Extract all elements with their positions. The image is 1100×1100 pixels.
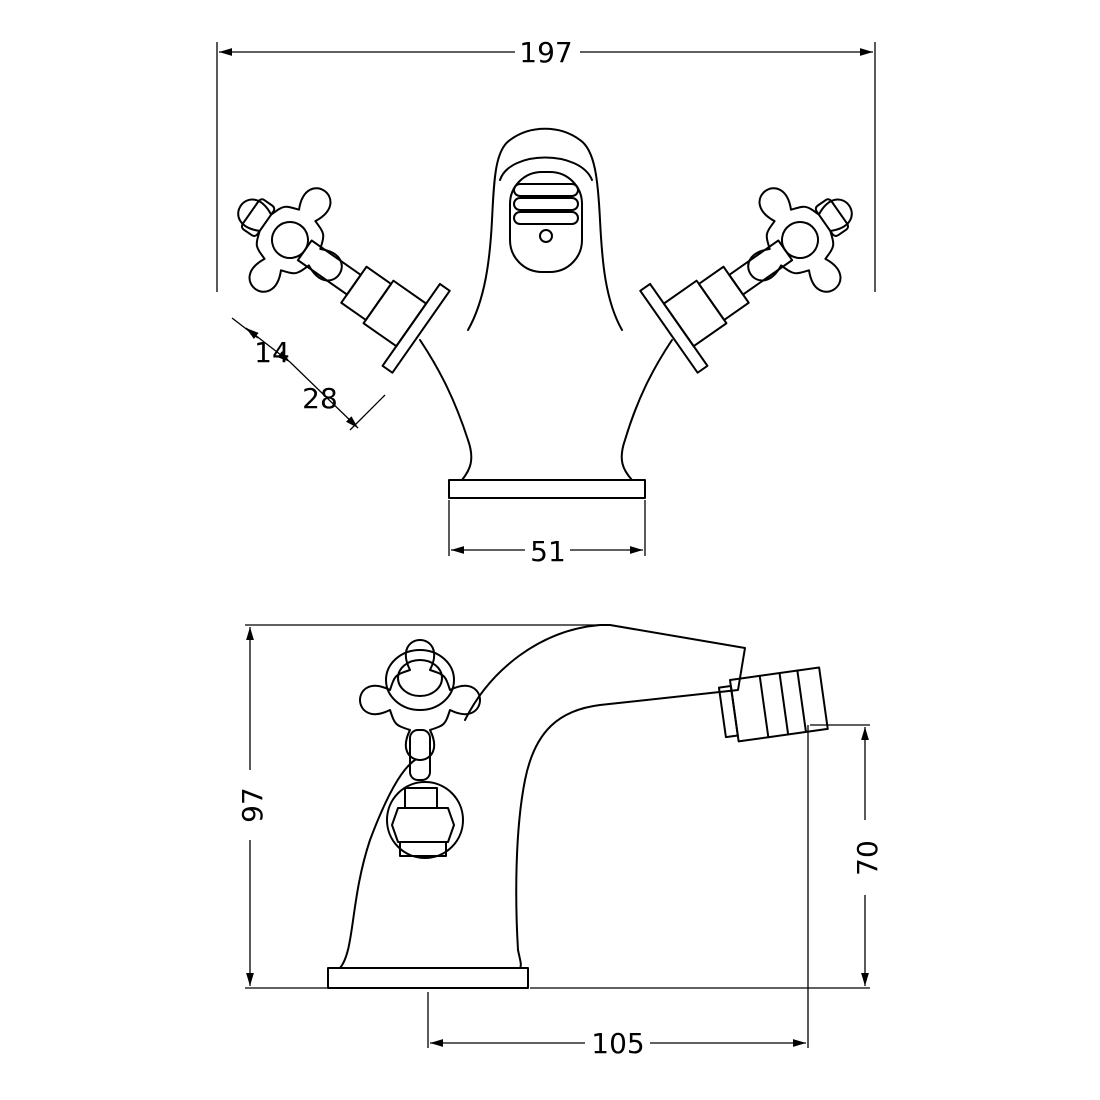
side-cross-handle	[359, 639, 481, 859]
side-view: 97 70 105	[236, 624, 884, 1060]
dimension-label-97: 97	[236, 787, 269, 823]
front-view: 197	[205, 36, 885, 568]
dimension-line-28	[289, 361, 359, 429]
dimension-label-14: 14	[254, 336, 290, 369]
base-plate-front	[448, 479, 646, 499]
left-cross-handle	[205, 155, 451, 374]
dimension-label-197: 197	[519, 36, 572, 69]
dimension-line-14	[245, 327, 291, 363]
right-cross-handle	[639, 155, 885, 374]
dimension-label-51: 51	[530, 535, 566, 568]
tap-body-front	[419, 127, 673, 481]
base-plate-side	[327, 967, 529, 989]
dimension-label-28: 28	[302, 382, 338, 415]
dimension-label-105: 105	[591, 1027, 644, 1060]
extension-line-28	[349, 394, 386, 431]
tap-body-side	[339, 624, 746, 969]
spout-nozzle-front	[499, 156, 593, 273]
dimension-label-70: 70	[851, 840, 884, 876]
spout-nozzle-side	[717, 666, 829, 743]
